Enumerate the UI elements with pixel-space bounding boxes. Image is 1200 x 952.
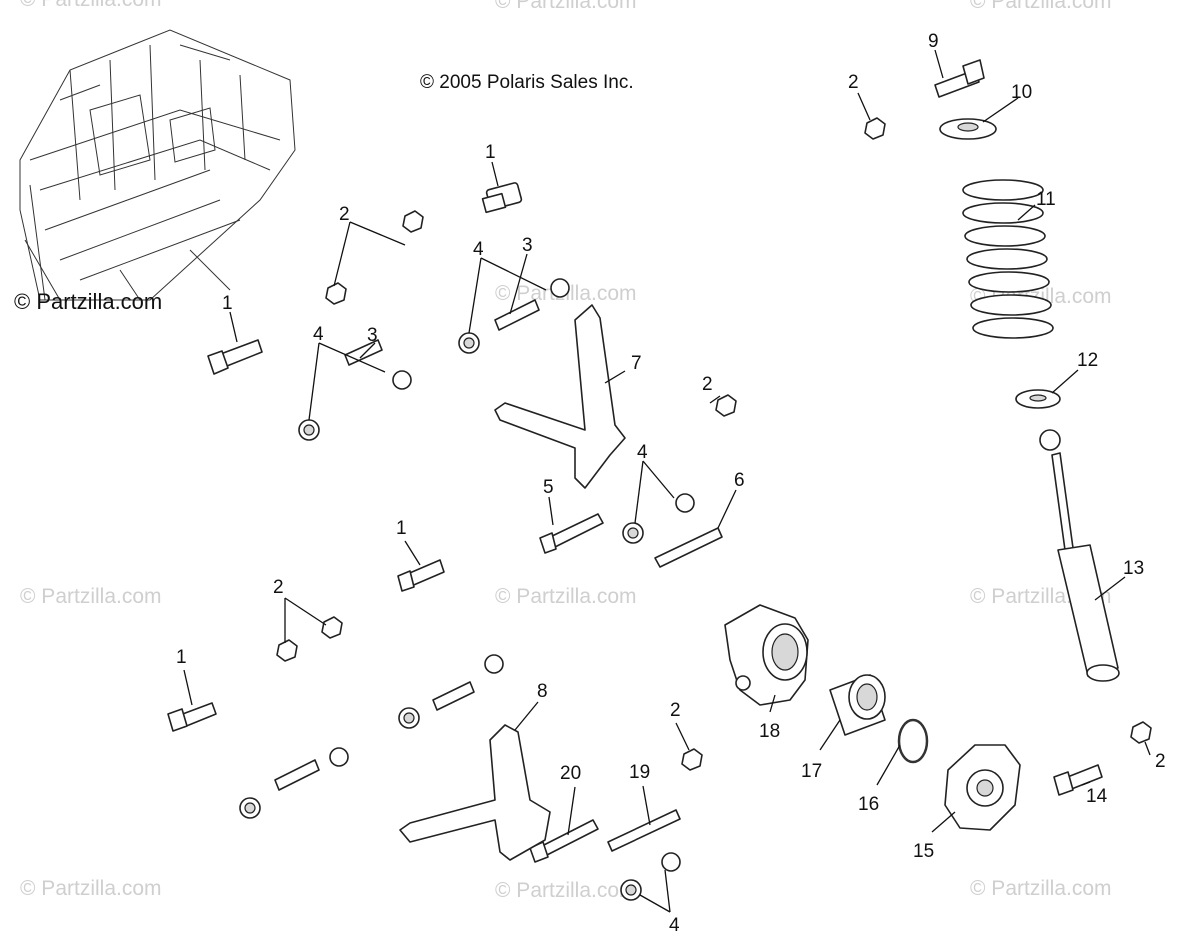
- callouts: 1 1 1 1 2 2 2 2 2 2 3 3 4 4 4 4 5 6 7 8 …: [176, 31, 1166, 936]
- callout-6: 6: [734, 470, 745, 491]
- bolt-part: [397, 559, 445, 592]
- spring-part-11: [962, 179, 1054, 339]
- callout-10: 10: [1011, 82, 1032, 103]
- hub-part-15: [944, 744, 1021, 831]
- callout-8: 8: [537, 681, 548, 702]
- pin-part-5-head: [539, 532, 557, 554]
- copyright-text: © 2005 Polaris Sales Inc.: [420, 72, 634, 93]
- callout-2: 2: [1155, 751, 1166, 772]
- callout-2: 2: [702, 374, 713, 395]
- callout-1: 1: [176, 647, 187, 668]
- knuckle-part-18: [724, 604, 809, 706]
- callout-14: 14: [1086, 786, 1108, 807]
- retainer-hole-12: [1029, 394, 1047, 402]
- callout-7: 7: [631, 353, 642, 374]
- bolt-part: [481, 182, 523, 214]
- shock-part-13: [1039, 429, 1120, 682]
- callout-1: 1: [485, 142, 496, 163]
- watermark-text: © Partzilla.com: [14, 289, 162, 314]
- a-arm-part-7: [494, 304, 626, 489]
- watermark-text: © Partzilla.com: [20, 877, 162, 900]
- watermark-text: © Partzilla.com: [495, 0, 637, 13]
- callout-4: 4: [637, 442, 648, 463]
- nut-part: [276, 117, 1152, 771]
- spacer-part: [494, 299, 540, 331]
- spacer-part: [432, 681, 475, 711]
- bearing-part-17: [829, 674, 886, 736]
- callout-3: 3: [367, 325, 378, 346]
- callout-20: 20: [560, 763, 581, 784]
- bolt-part: [207, 339, 263, 375]
- tube-part-19: [607, 809, 681, 852]
- callout-9: 9: [928, 31, 939, 52]
- callout-17: 17: [801, 761, 822, 782]
- callout-19: 19: [629, 762, 650, 783]
- callout-4: 4: [473, 239, 484, 260]
- pin-part-5: [547, 513, 604, 549]
- watermark-text: © Partzilla.com: [495, 879, 637, 902]
- leader-lines: [183, 49, 1151, 913]
- callout-4: 4: [313, 324, 324, 345]
- callout-18: 18: [759, 721, 780, 742]
- callout-13: 13: [1123, 558, 1144, 579]
- callout-2: 2: [273, 577, 284, 598]
- watermark-text: © Partzilla.com: [20, 0, 162, 11]
- callout-1: 1: [396, 518, 407, 539]
- callout-4: 4: [669, 915, 680, 936]
- callout-2: 2: [670, 700, 681, 721]
- snap-ring-part-16: [897, 718, 929, 764]
- bolt-part: [1053, 764, 1103, 796]
- callout-2: 2: [339, 204, 350, 225]
- watermark-text: © Partzilla.com: [970, 877, 1112, 900]
- bolt-part: [167, 702, 217, 732]
- retainer-hole-10: [957, 122, 979, 132]
- frame-illustration: [19, 29, 296, 301]
- callout-11: 11: [1036, 189, 1056, 210]
- callout-1: 1: [222, 293, 233, 314]
- tube-part-6: [654, 527, 723, 568]
- bolt-part: [934, 59, 985, 98]
- callout-15: 15: [913, 841, 934, 862]
- a-arm-part-8: [399, 724, 551, 861]
- callout-3: 3: [522, 235, 533, 256]
- watermark-text: © Partzilla.com: [495, 585, 637, 608]
- watermark-text: © Partzilla.com: [970, 0, 1112, 13]
- callout-2: 2: [848, 72, 859, 93]
- callout-16: 16: [858, 794, 879, 815]
- spacer-part: [274, 759, 320, 791]
- bushing-part: [239, 278, 695, 901]
- callout-5: 5: [543, 477, 554, 498]
- watermark-text: © Partzilla.com: [20, 585, 162, 608]
- callout-12: 12: [1077, 350, 1098, 371]
